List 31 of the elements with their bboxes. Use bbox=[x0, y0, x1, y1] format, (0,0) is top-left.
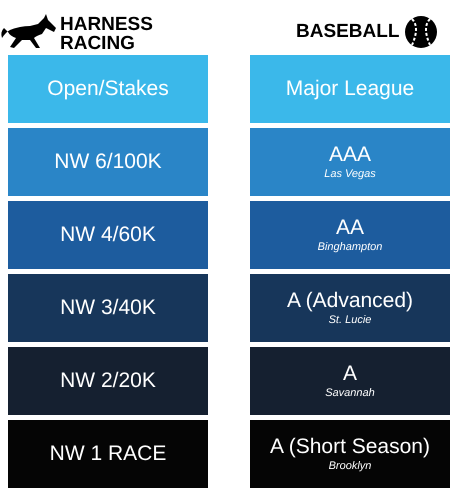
league-box bbox=[250, 420, 450, 488]
level-name: A (Short Season) bbox=[270, 435, 430, 459]
team-city: Brooklyn bbox=[328, 459, 372, 473]
team-city: Las Vegas bbox=[324, 167, 376, 181]
level-name: NW 1 RACE bbox=[50, 442, 166, 466]
class-box bbox=[8, 55, 208, 123]
level-name: NW 3/40K bbox=[60, 296, 156, 320]
team-city: St. Lucie bbox=[328, 313, 372, 327]
class-box bbox=[8, 347, 208, 415]
level-name: A bbox=[342, 362, 357, 386]
level-name: NW 2/20K bbox=[60, 369, 156, 393]
class-box bbox=[8, 274, 208, 342]
league-box bbox=[250, 274, 450, 342]
level-name: NW 6/100K bbox=[54, 150, 162, 174]
column-heading: BASEBALL bbox=[296, 22, 400, 41]
level-name: Open/Stakes bbox=[47, 77, 169, 101]
league-box bbox=[250, 128, 450, 196]
column-heading: HARNESS RACING bbox=[60, 15, 154, 53]
class-box bbox=[8, 201, 208, 269]
level-name: AA bbox=[336, 216, 364, 240]
team-city: Binghampton bbox=[318, 240, 382, 254]
league-box bbox=[250, 201, 450, 269]
league-box bbox=[250, 347, 450, 415]
class-box bbox=[8, 128, 208, 196]
team-city: Savannah bbox=[325, 386, 375, 400]
level-name: A (Advanced) bbox=[286, 289, 414, 313]
league-box bbox=[250, 55, 450, 123]
class-box bbox=[8, 420, 208, 488]
level-name: NW 4/60K bbox=[60, 223, 156, 247]
level-name: AAA bbox=[328, 143, 372, 167]
level-name: Major League bbox=[286, 77, 414, 101]
